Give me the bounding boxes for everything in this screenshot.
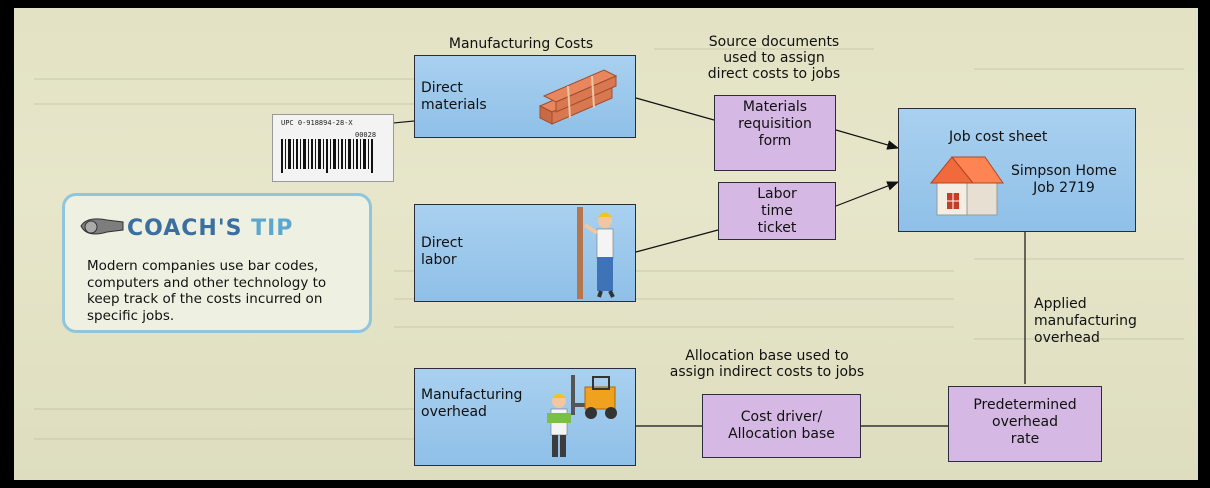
coachs-tip-text: Modern companies use bar codes, computer… xyxy=(87,258,327,324)
lumber-icon xyxy=(538,69,618,125)
barcode-icon: UPC 0-918894-28-X 00028 xyxy=(272,114,394,182)
upc-number: 00028 xyxy=(355,131,377,139)
allocation-base-heading: Allocation base used to assign indirect … xyxy=(669,348,865,380)
materials-requisition-label: Materials requisition form xyxy=(738,99,812,149)
applied-overhead-label: Applied manufacturing overhead xyxy=(1034,296,1137,346)
job-name-label: Simpson Home Job 2719 xyxy=(1011,163,1117,196)
engineer-icon xyxy=(547,394,571,457)
direct-labor-label: Direct labor xyxy=(421,235,463,268)
manufacturing-overhead-box: Manufacturing overhead xyxy=(414,368,636,466)
materials-requisition-box: Materials requisition form xyxy=(714,95,836,171)
manufacturing-overhead-label: Manufacturing overhead xyxy=(421,387,523,420)
cost-driver-label: Cost driver/ Allocation base xyxy=(728,409,835,442)
forklift-icon xyxy=(571,375,617,419)
upc-text: UPC 0-918894-28-X xyxy=(281,119,353,127)
whistle-icon xyxy=(80,218,124,235)
house-icon xyxy=(929,156,1004,216)
direct-materials-box: Direct materials xyxy=(414,55,636,138)
source-documents-heading: Source documents used to assign direct c… xyxy=(707,34,841,82)
worker-icon xyxy=(577,207,615,299)
textbook-page: Manufacturing Costs Source documents use… xyxy=(14,8,1198,480)
direct-labor-box: Direct labor xyxy=(414,204,636,302)
labor-time-ticket-box: Labor time ticket xyxy=(718,182,836,240)
labor-time-ticket-label: Labor time ticket xyxy=(757,186,797,236)
coachs-tip-box: COACH'S TIP Modern companies use bar cod… xyxy=(62,193,372,333)
predetermined-rate-box: Predetermined overhead rate xyxy=(948,386,1102,462)
barcode-bars xyxy=(281,139,373,173)
job-cost-sheet-title: Job cost sheet xyxy=(949,129,1048,145)
direct-materials-label: Direct materials xyxy=(421,80,487,113)
tip-word: TIP xyxy=(251,216,294,241)
coachs-word: COACH'S xyxy=(127,216,243,241)
job-cost-sheet-box: Job cost sheet Simpson Home Job 2719 xyxy=(898,108,1136,232)
cost-driver-box: Cost driver/ Allocation base xyxy=(702,394,861,458)
predetermined-rate-label: Predetermined overhead rate xyxy=(973,397,1077,447)
coachs-tip-title: COACH'S TIP xyxy=(127,216,293,241)
manufacturing-costs-heading: Manufacturing Costs xyxy=(448,36,594,52)
